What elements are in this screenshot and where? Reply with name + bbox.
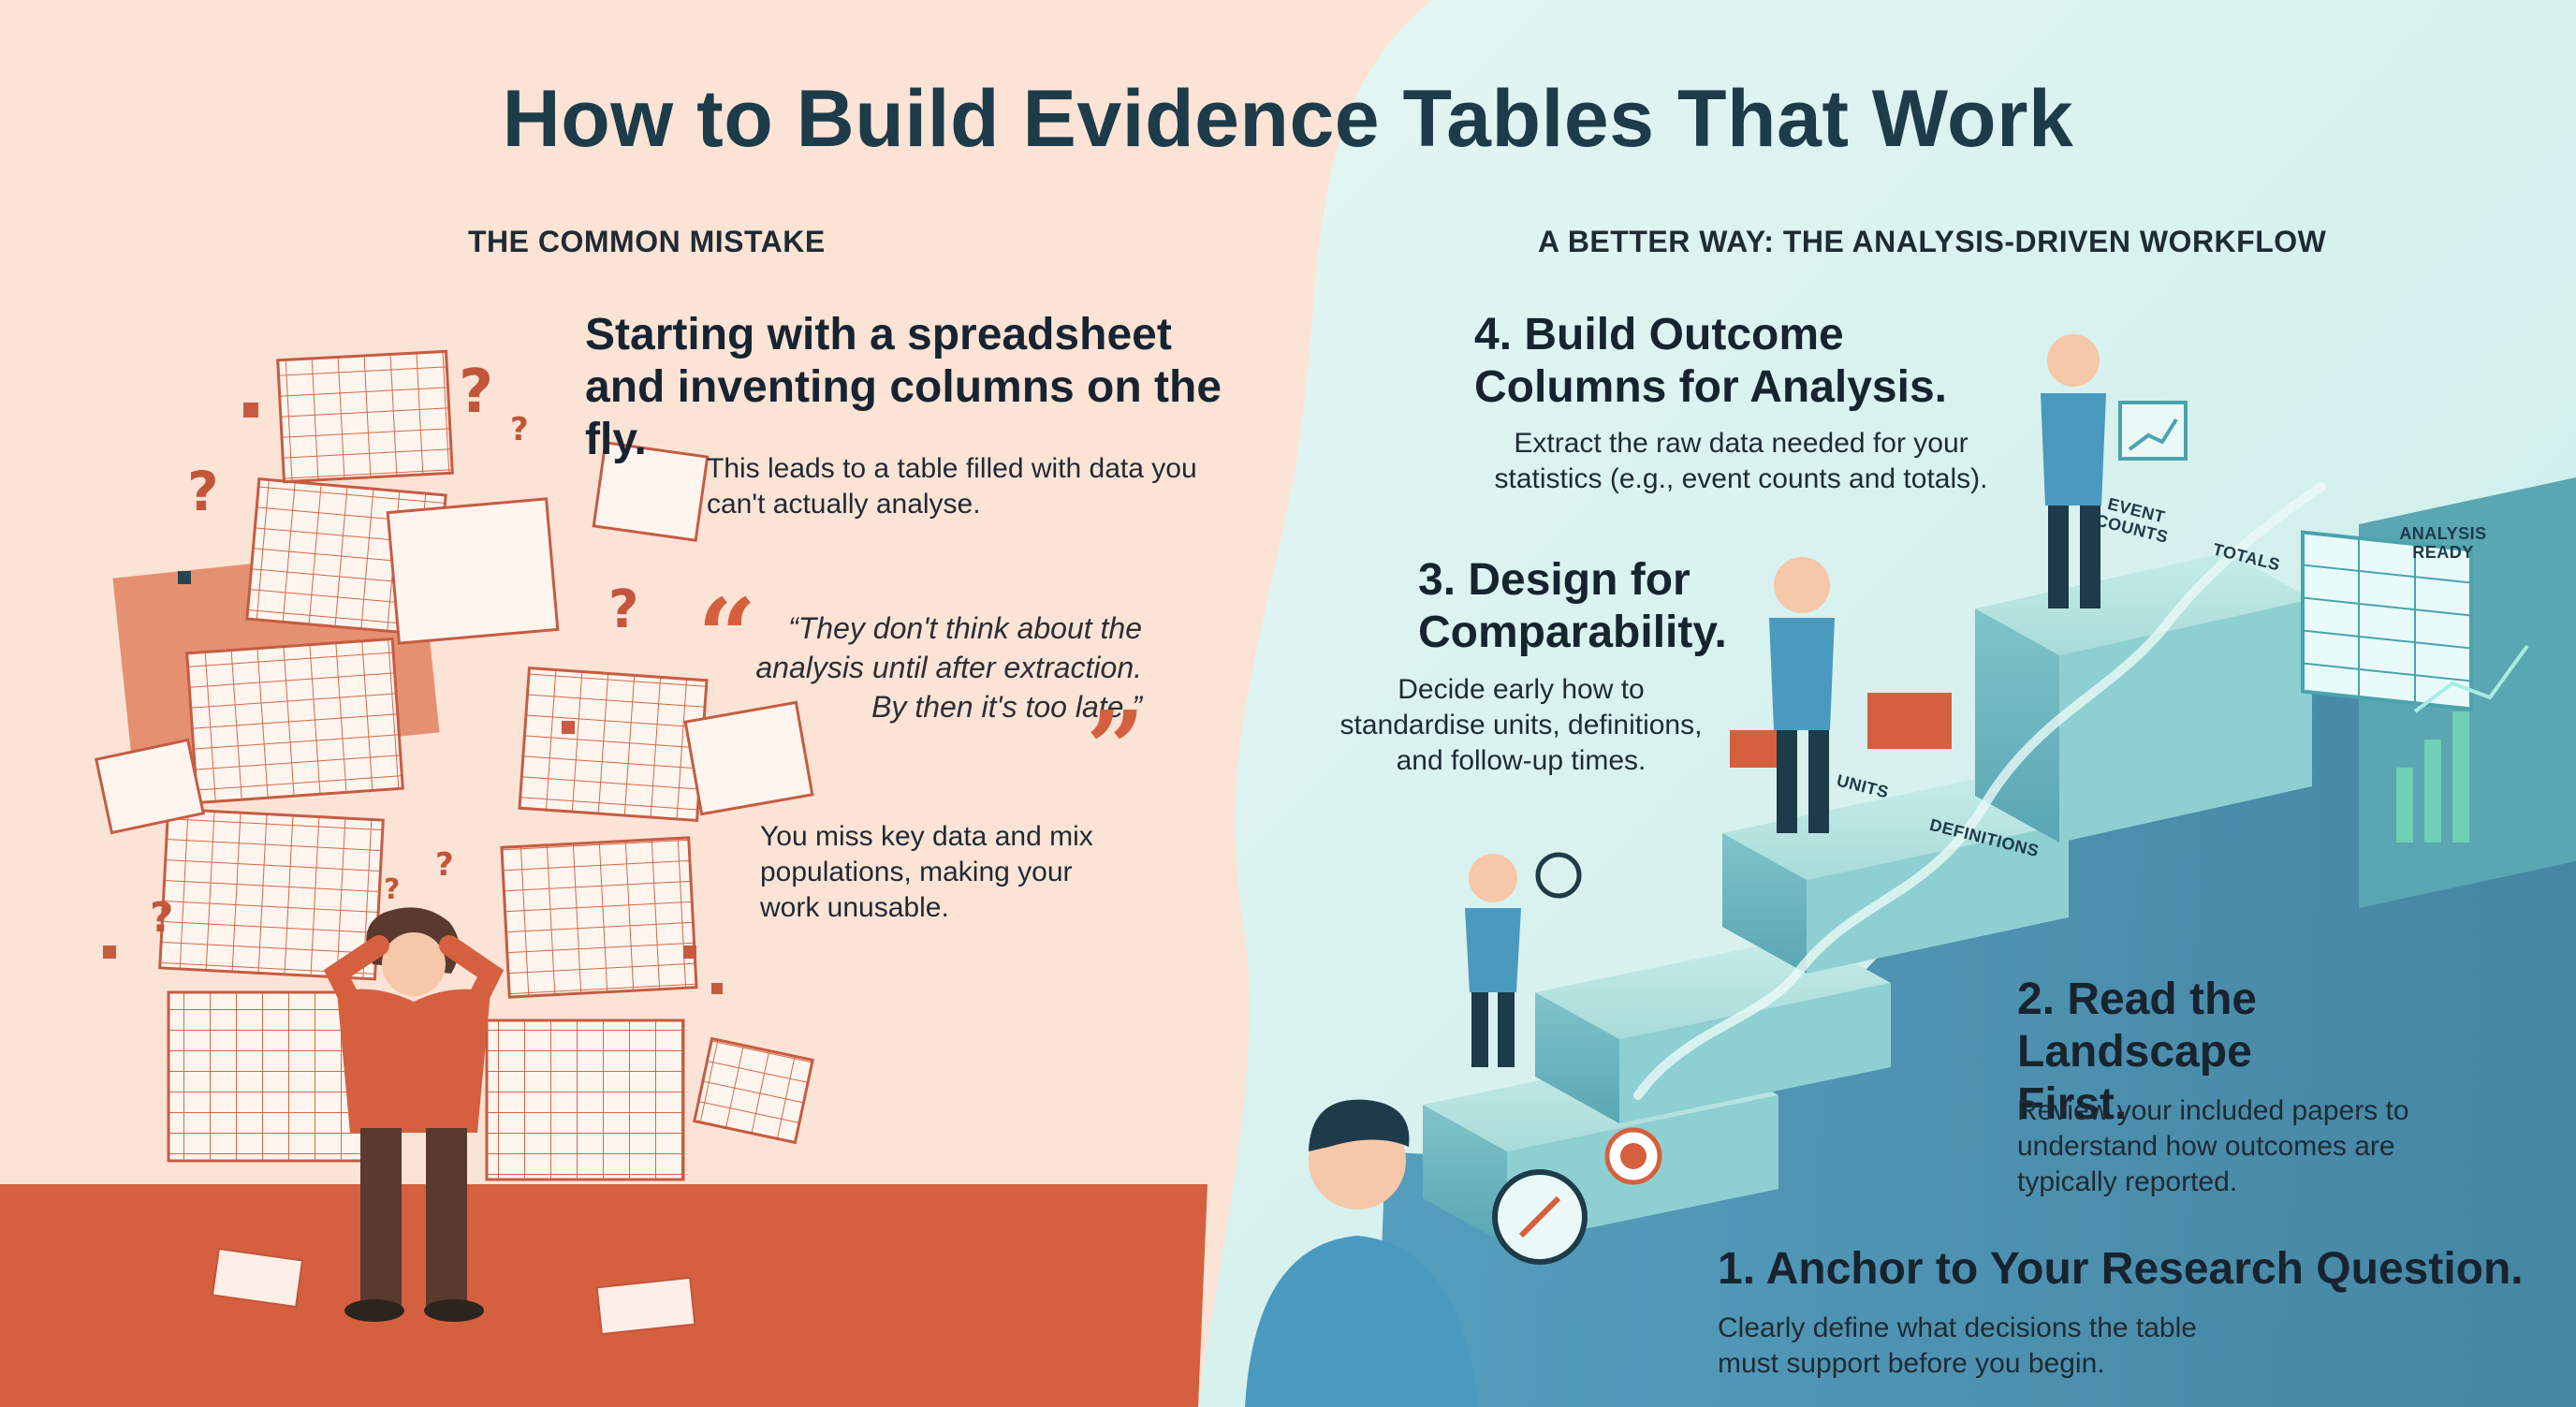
step-3-title: 3. Design for Comparability.: [1418, 555, 1727, 657]
spreadsheet-tower: [94, 349, 814, 1336]
svg-text:?: ?: [459, 358, 493, 427]
stressed-person-illustration: [323, 907, 505, 1322]
step-4-body: Extract the raw data needed for your sta…: [1494, 428, 1988, 494]
svg-text:?: ?: [510, 411, 529, 448]
person-step-2: [1465, 852, 1582, 1067]
target-icon: [1604, 1127, 1662, 1185]
person-step-4: [2041, 334, 2188, 608]
step-1-title: 1. Anchor to Your Research Question.: [1718, 1244, 2524, 1294]
step-1-body: Clearly define what decisions the table …: [1718, 1312, 2197, 1379]
magnifier-icon: [1535, 852, 1582, 899]
person-step-3: [1730, 557, 1952, 833]
mistake-headline: Starting with a spreadsheet and inventin…: [585, 310, 1222, 464]
person-step-1: [1245, 1099, 1588, 1407]
mistake-body-2: You miss key data and mix populations, m…: [760, 821, 1093, 923]
svg-text:?: ?: [187, 460, 219, 523]
close-quote-icon: ”: [1086, 688, 1146, 809]
step-2-title: 2. Read the Landscape First.: [2017, 975, 2258, 1129]
workflow-label: A BETTER WAY: THE ANALYSIS-DRIVEN WORKFL…: [1538, 225, 2327, 258]
mistake-quote: “They don't think about the analysis unt…: [755, 611, 1142, 724]
stair-label-analysis-ready: ANALYSIS READY: [2399, 524, 2487, 562]
toolbox-icon: [1867, 693, 1952, 749]
common-mistake-label: THE COMMON MISTAKE: [468, 225, 826, 258]
svg-text:?: ?: [608, 579, 638, 640]
step-4-title: 4. Build Outcome Columns for Analysis.: [1474, 310, 1947, 412]
svg-text:?: ?: [384, 873, 400, 906]
question-mark-icons: ? ? ? ? ? ? ?: [150, 358, 638, 942]
mistake-body-1: This leads to a table filled with data y…: [707, 453, 1197, 520]
page-title: How to Build Evidence Tables That Work: [502, 74, 2074, 164]
step-3-body: Decide early how to standardise units, d…: [1339, 674, 1703, 776]
svg-text:?: ?: [435, 846, 454, 884]
step-2-body: Review your included papers to understan…: [2017, 1095, 2409, 1197]
open-quote-icon: “: [697, 576, 757, 696]
svg-text:?: ?: [150, 894, 174, 942]
